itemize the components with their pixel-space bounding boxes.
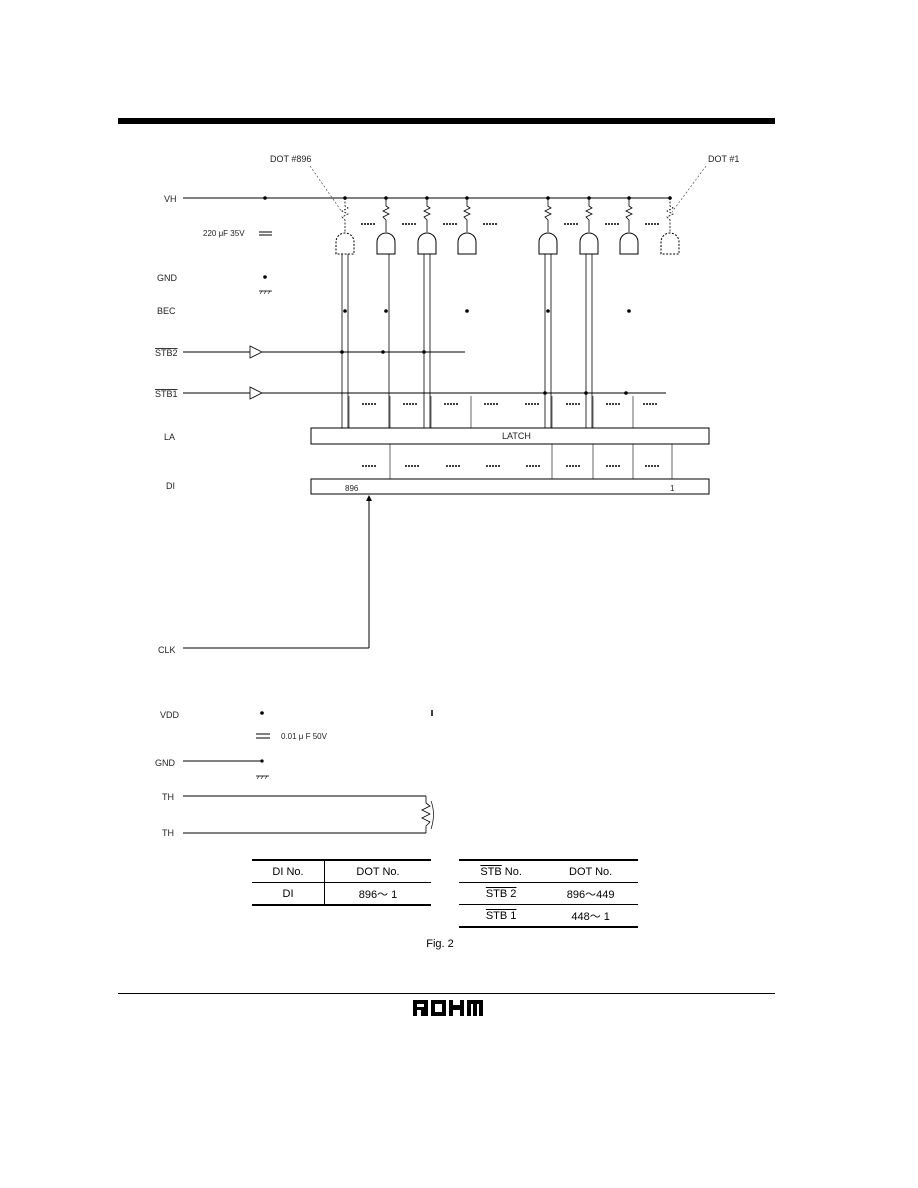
resistor-element (666, 198, 674, 232)
signal-label-stb2: STB2 (155, 348, 178, 358)
resistor-element (585, 198, 593, 232)
di-table-cell: 896～ 1 (324, 882, 431, 906)
top-rule (118, 118, 775, 124)
resistor-element (463, 198, 471, 232)
di-table-cell: DI (252, 882, 325, 906)
di-table-header-0: DI No. (252, 859, 325, 883)
cap-220-label: 220 μF 35V (203, 229, 245, 238)
rohm-logo (413, 1000, 483, 1016)
nand-gate (335, 232, 355, 255)
stb-table-header-1: DOT No. (543, 859, 638, 883)
signal-label-di: DI (166, 481, 175, 491)
stb-table-header-0: STB No. (459, 859, 544, 883)
table-row: DI 896～ 1 (252, 882, 431, 906)
nand-gate (457, 232, 477, 255)
shift-first-label: 896 (345, 484, 359, 493)
di-table-header-1: DOT No. (324, 859, 431, 883)
signal-label-gnd: GND (157, 273, 178, 283)
table-row: STB 1 448～ 1 (459, 904, 638, 928)
stb-row-label: STB 2 (485, 887, 517, 900)
ground-symbol (259, 290, 272, 295)
shift-last-label: 1 (670, 484, 675, 493)
nand-gate (579, 232, 599, 255)
bec-tap (384, 309, 388, 313)
stb-table-cell: 448～ 1 (543, 904, 638, 928)
bec-tap (465, 309, 469, 313)
bec-tap (546, 309, 550, 313)
signal-label-th2: TH (162, 828, 174, 838)
table-row: STB 2 896～449 (459, 882, 638, 905)
stb-table-cell: STB 1 (459, 904, 544, 928)
clk-arrow (366, 495, 372, 501)
bottom-rule (118, 993, 775, 994)
signal-label-la: LA (164, 432, 175, 442)
stb-row-label: STB 1 (485, 909, 517, 922)
nand-gate (660, 232, 680, 255)
stb1-buffer (249, 386, 263, 400)
dot-1-leader (671, 165, 707, 213)
signal-label-clk: CLK (158, 645, 176, 655)
nand-gate (376, 232, 396, 255)
figure-caption: Fig. 2 (426, 938, 454, 950)
signal-label-vdd: VDD (160, 710, 180, 720)
signal-label-th1: TH (162, 792, 174, 802)
stb-mapping-table: STB No. DOT No. STB 2 896～449 STB 1 448～… (459, 859, 638, 928)
shift-register-block (310, 478, 710, 495)
latch-block (310, 427, 710, 445)
circuit-schematic: VH GND BEC STB2 STB1 LA DI CLK VDD GND T… (155, 154, 739, 838)
di-mapping-table: DI No. DOT No. DI 896～ 1 (252, 859, 431, 906)
resistor-element (423, 198, 431, 232)
stb-table-cell: STB 2 (459, 882, 544, 905)
gnd-junction (263, 275, 267, 279)
bec-tap (343, 309, 347, 313)
vh-junction (263, 196, 267, 200)
ground-symbol-2 (256, 775, 269, 780)
bec-tap (627, 309, 631, 313)
cap-001-symbol (256, 733, 270, 739)
resistor-element (625, 198, 633, 232)
latch-label: LATCH (502, 431, 531, 441)
cap-001-label: 0.01 μ F 50V (281, 732, 328, 741)
signal-label-stb1: STB1 (155, 389, 178, 399)
dot-1-label: DOT #1 (708, 154, 739, 164)
stb2-buffer (249, 345, 263, 359)
vdd-junction (260, 711, 264, 715)
signal-label-gnd2: GND (155, 758, 176, 768)
stb-table-cell: 896～449 (543, 882, 638, 905)
nand-gate (538, 232, 558, 255)
cap-220-symbol (259, 231, 272, 236)
dot-896-leader (309, 165, 343, 213)
signal-label-bec: BEC (157, 306, 176, 316)
resistor-element (544, 198, 552, 232)
resistor-element (341, 198, 349, 232)
signal-label-vh: VH (164, 194, 177, 204)
stb-header-stb: STB (480, 865, 502, 878)
dot-cells (335, 196, 680, 479)
thermistor-bracket (430, 800, 434, 830)
nand-gate (619, 232, 639, 255)
dot-896-label: DOT #896 (270, 154, 311, 164)
resistor-element (382, 198, 390, 232)
gnd2-junction (260, 759, 264, 763)
thermistor-symbol (421, 796, 431, 833)
nand-gate (417, 232, 437, 255)
